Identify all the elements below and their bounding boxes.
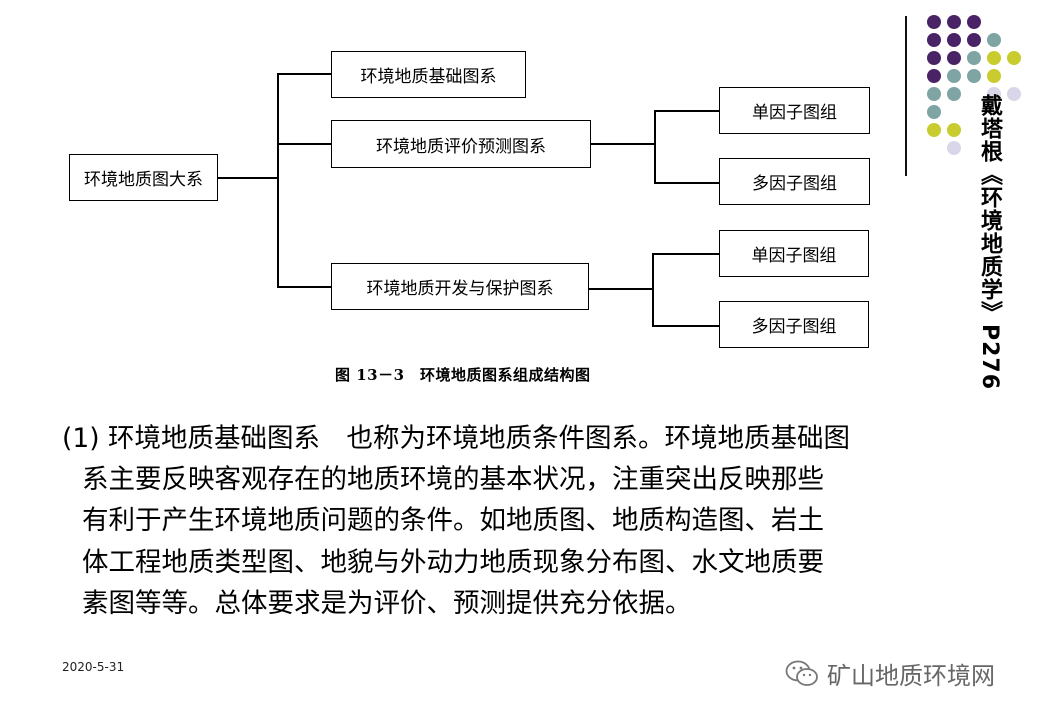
paragraph-line: 体工程地质类型图、地貌与外动力地质现象分布图、水文地质要: [82, 546, 824, 578]
diagram-node-evaluation-maps: 环境地质评价预测图系: [331, 120, 591, 168]
diagram-root-node: 环境地质图大系: [69, 154, 218, 201]
body-paragraph: (1) 环境地质基础图系 也称为环境地质条件图系。环境地质基础图 系主要反映客观…: [62, 418, 1012, 624]
diagram-node-prot-multi-factor: 多因子图组: [719, 301, 869, 348]
paragraph-line: (1) 环境地质基础图系 也称为环境地质条件图系。环境地质基础图: [62, 423, 850, 454]
slide-date: 2020-5-31: [62, 660, 125, 674]
diagram-node-eval-single-factor: 单因子图组: [719, 87, 870, 134]
watermark: 矿山地质环境网: [785, 656, 995, 691]
side-source-title: 戴塔根《环境地质学》P276: [977, 94, 1002, 391]
paragraph-line: 系主要反映客观存在的地质环境的基本状况，注重突出反映那些: [82, 464, 824, 496]
diagram-node-eval-multi-factor: 多因子图组: [719, 158, 870, 205]
paragraph-line: 素图等等。总体要求是为评价、预测提供充分依据。: [82, 587, 692, 619]
watermark-text: 矿山地质环境网: [827, 662, 995, 690]
diagram-node-prot-single-factor: 单因子图组: [719, 230, 869, 277]
diagram-node-basic-maps: 环境地质基础图系: [331, 51, 526, 98]
diagram-caption: 图 13－3 环境地质图系组成结构图: [335, 366, 591, 384]
diagram-node-protection-maps: 环境地质开发与保护图系: [331, 263, 589, 310]
paragraph-line: 有利于产生环境地质问题的条件。如地质图、地质构造图、岩土: [82, 505, 824, 537]
vertical-divider: [905, 16, 907, 176]
wechat-icon: [785, 660, 818, 686]
